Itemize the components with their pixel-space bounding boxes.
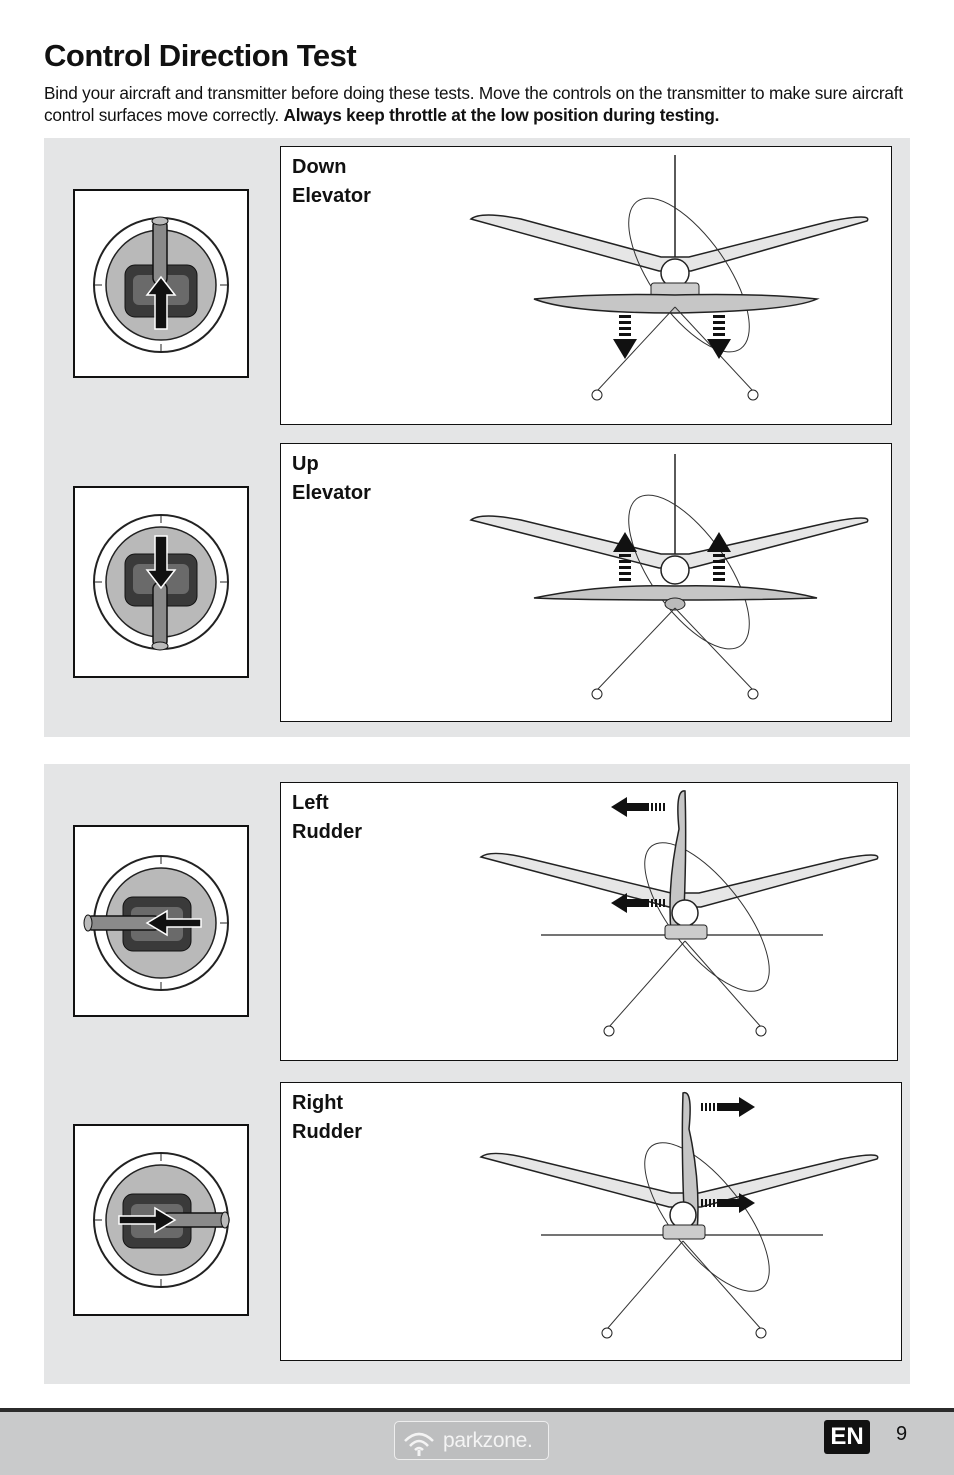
page-number: 9 xyxy=(896,1423,907,1446)
up-elevator-panel: Up Elevator xyxy=(280,443,892,722)
brand-name: parkzone. xyxy=(443,1429,533,1453)
panel-label-line1: Right xyxy=(292,1089,362,1118)
transmitter-stick-diagram xyxy=(73,486,249,678)
panel-label-line1: Up xyxy=(292,450,371,479)
transmitter-stick-diagram xyxy=(73,1124,249,1316)
rudder-section: Left Rudder xyxy=(44,764,910,1384)
intro-text: Bind your aircraft and transmitter befor… xyxy=(44,82,914,126)
panel-label-line2: Rudder xyxy=(292,1118,362,1147)
panel-label: Right Rudder xyxy=(292,1089,362,1147)
transmitter-stick-diagram xyxy=(73,825,249,1017)
panel-label-line1: Left xyxy=(292,789,362,818)
panel-label: Up Elevator xyxy=(292,450,371,508)
wifi-signal-icon xyxy=(401,1427,437,1457)
brand-logo: parkzone. xyxy=(394,1421,549,1460)
page-footer: parkzone. EN 9 xyxy=(0,1408,954,1475)
aircraft-front-view xyxy=(461,444,881,720)
transmitter-stick-diagram xyxy=(73,189,249,378)
down-elevator-panel: Down Elevator xyxy=(280,146,892,425)
panel-label: Left Rudder xyxy=(292,789,362,847)
panel-label-line2: Elevator xyxy=(292,479,371,508)
panel-label-line2: Rudder xyxy=(292,818,362,847)
aircraft-front-view xyxy=(471,783,891,1059)
panel-label: Down Elevator xyxy=(292,153,371,211)
elevator-section: Down Elevator xyxy=(44,138,910,737)
aircraft-front-view xyxy=(471,1083,891,1359)
left-rudder-panel: Left Rudder xyxy=(280,782,898,1061)
panel-label-line2: Elevator xyxy=(292,182,371,211)
aircraft-front-view xyxy=(461,147,881,423)
page-title: Control Direction Test xyxy=(44,38,356,74)
right-rudder-panel: Right Rudder xyxy=(280,1082,902,1361)
panel-label-line1: Down xyxy=(292,153,371,182)
intro-warning: Always keep throttle at the low position… xyxy=(284,105,720,125)
language-badge: EN xyxy=(824,1420,870,1454)
